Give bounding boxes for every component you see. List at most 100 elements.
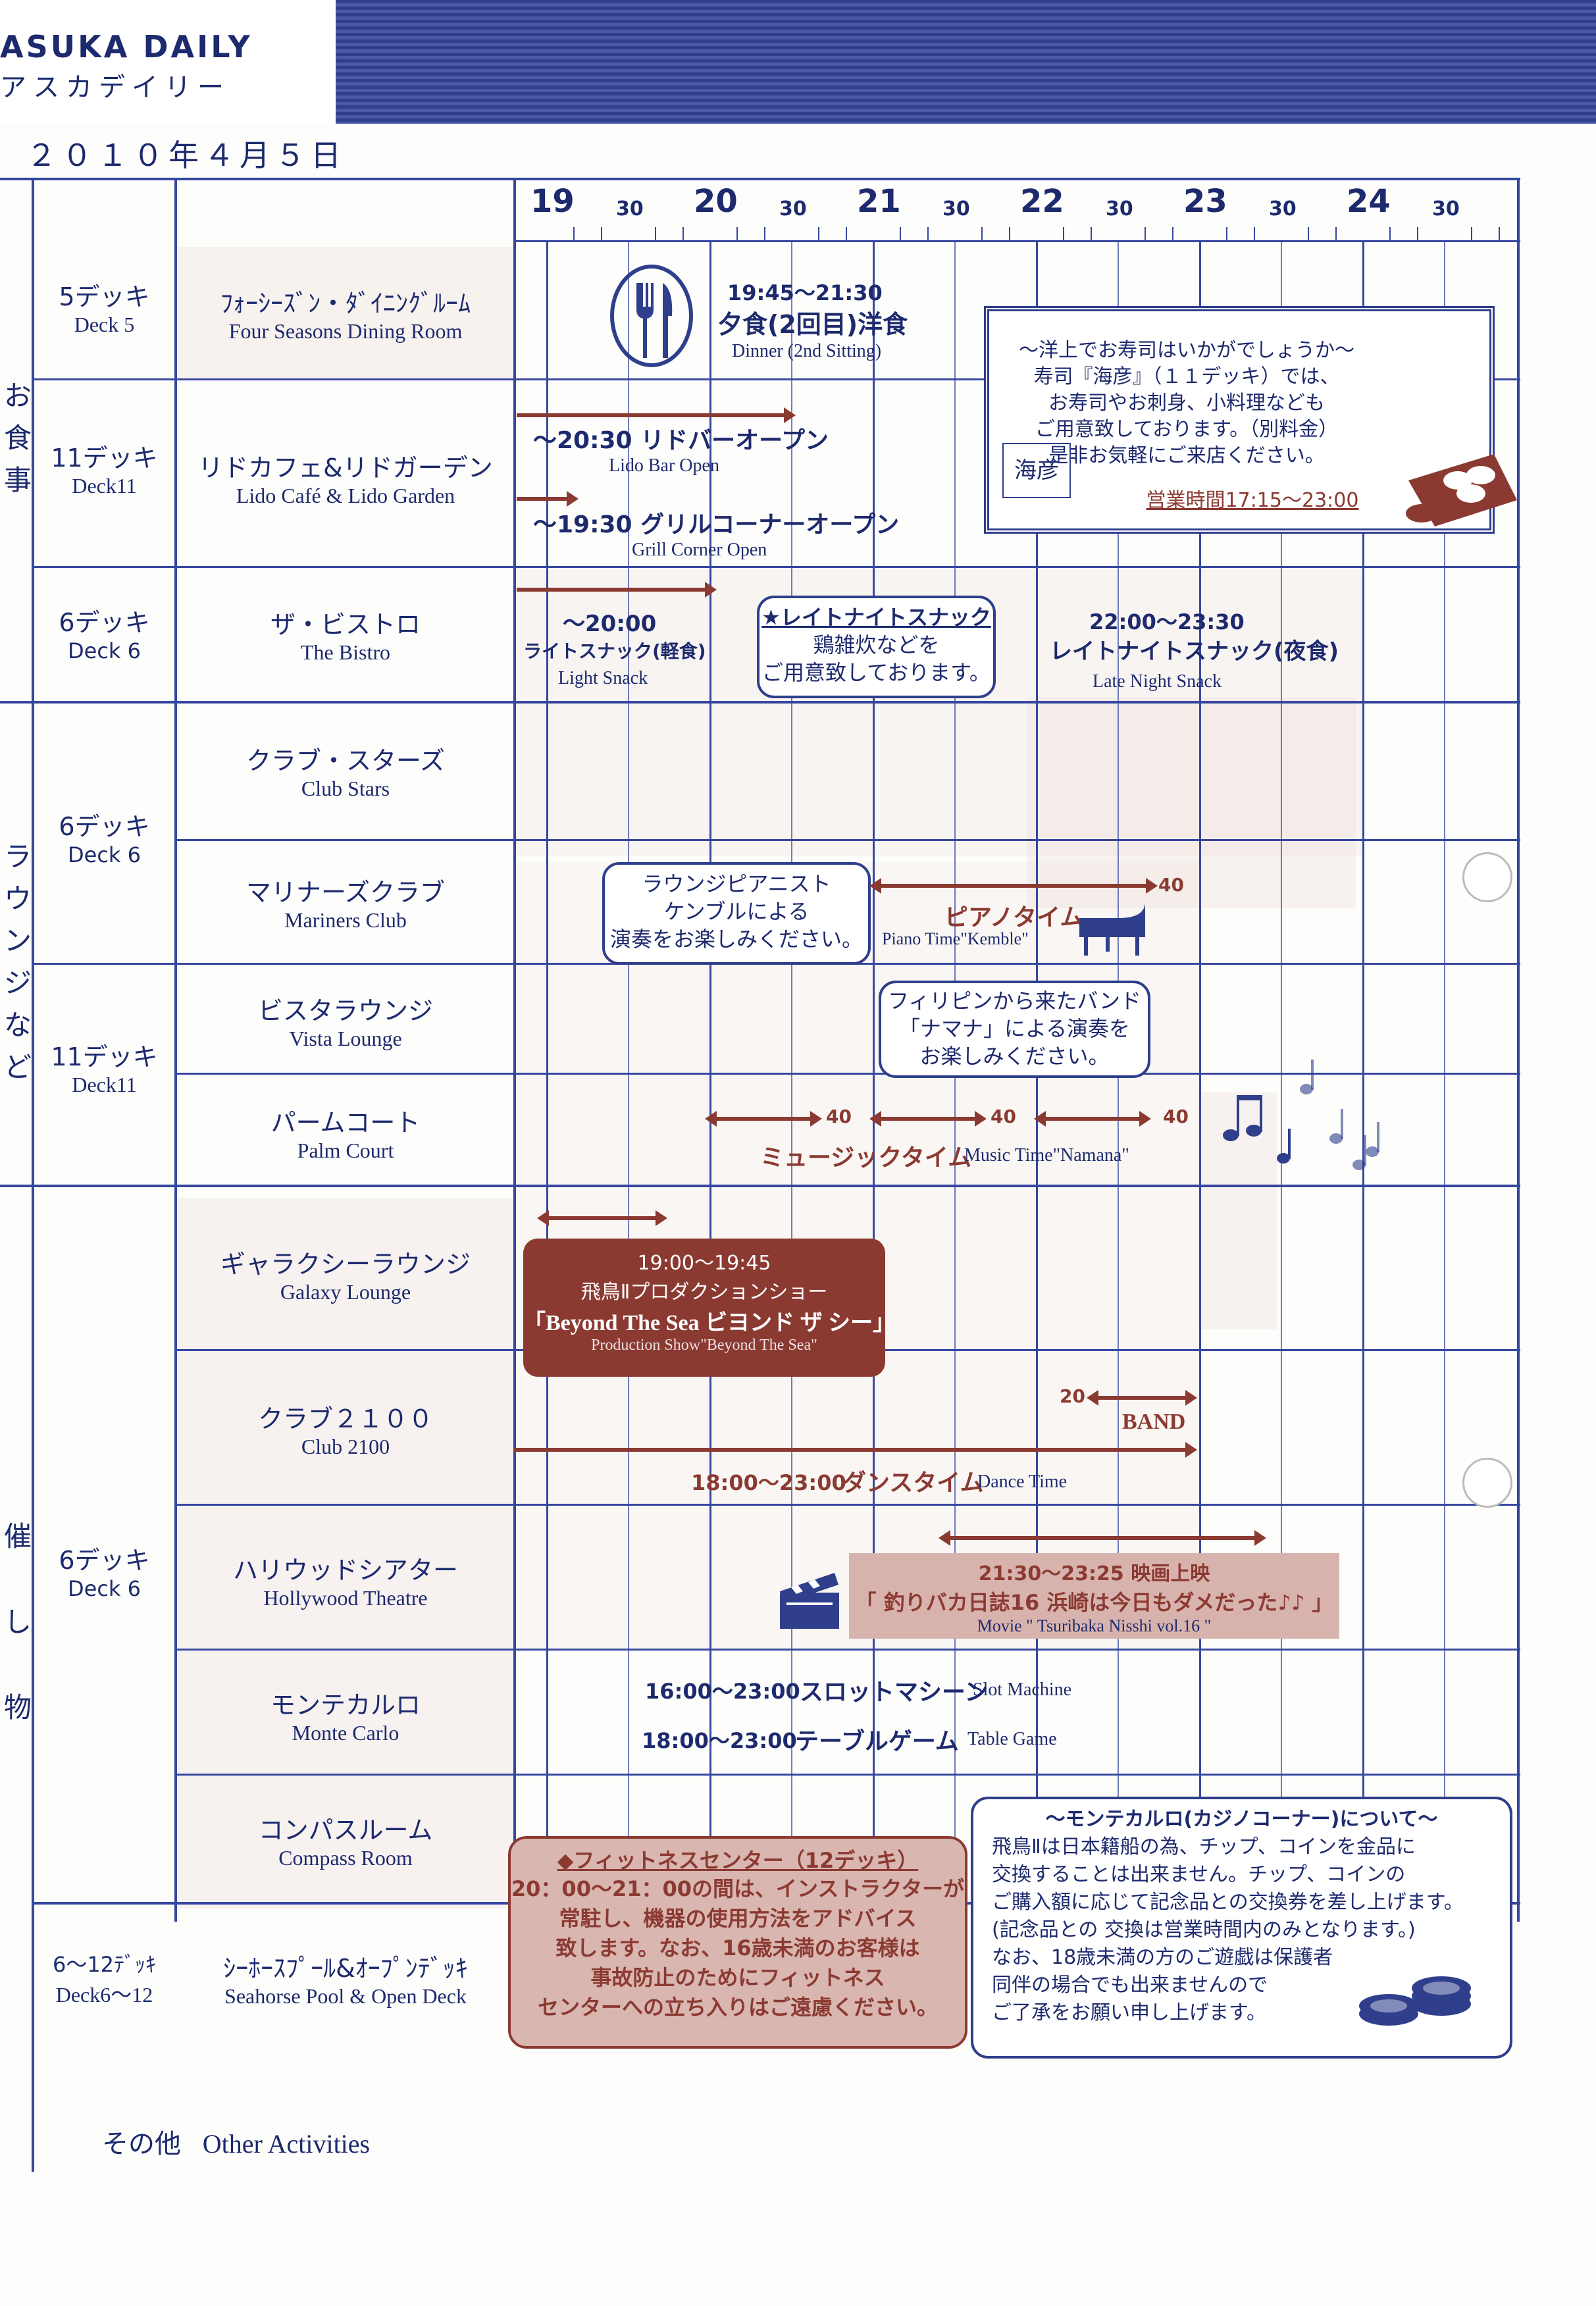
- dance-arrow: [513, 1442, 1197, 1458]
- venue-en: Hollywood Theatre: [263, 1586, 428, 1610]
- light-snack-label: ライトスナック(軽食): [523, 640, 706, 662]
- cat-char: ジ: [4, 967, 32, 999]
- text-line: センターへの立ち入りはご遠慮ください。: [537, 1995, 938, 2020]
- venue-en: Palm Court: [297, 1139, 394, 1162]
- hour-label: 21: [857, 183, 901, 220]
- half-label: 30: [779, 197, 807, 220]
- venue-jp: ギャラクシーラウンジ: [220, 1250, 471, 1279]
- movie-title: 「 釣りバカ日誌16 浜崎は今日もダメだった♪♪ 」: [855, 1590, 1333, 1615]
- dinner-title: 夕食(2回目)洋食: [717, 310, 908, 339]
- grill-label: ～19:30 グリルコーナーオープン: [533, 511, 900, 538]
- deck-en: Deck 6: [68, 638, 141, 663]
- deck-6-12: 6～12ﾃﾞｯｷ Deck6～12: [34, 1948, 174, 2009]
- grid-col-deck: [174, 178, 177, 1922]
- half-label: 30: [1106, 197, 1133, 220]
- half-gridline: [1281, 240, 1282, 1902]
- dinner-time: 19:45～21:30: [727, 280, 883, 305]
- logo-title: ASUKA DAILY: [0, 29, 253, 64]
- deck-11-dining: 11デッキ Deck11: [34, 438, 174, 498]
- late-snack-label: レイトナイトスナック(夜食): [1050, 638, 1339, 665]
- category-events: 催 し 物: [4, 1494, 32, 1751]
- grill-en: Grill Corner Open: [632, 540, 767, 560]
- music-end-1: 40: [826, 1106, 852, 1127]
- venue-en: Lido Café & Lido Garden: [236, 484, 455, 507]
- venue-en: Seahorse Pool & Open Deck: [224, 1984, 467, 2008]
- minute-tick: [1389, 227, 1391, 242]
- row-sep: [174, 1649, 1520, 1651]
- minute-tick: [1416, 227, 1418, 242]
- deck-en: Deck 5: [74, 313, 135, 336]
- footer-jp: その他: [102, 2129, 181, 2159]
- venue-en: Club Stars: [301, 777, 390, 800]
- movie-arrow: [939, 1530, 1266, 1546]
- bubble-title: ★レイトナイトスナック: [761, 605, 991, 630]
- minute-tick: [1226, 227, 1228, 242]
- venue-en: Four Seasons Dining Room: [228, 319, 463, 343]
- fitness-box: ◆フィットネスセンター（12デッキ） 20：00～21：00の間は、インストラク…: [508, 1836, 967, 2049]
- venue-en: Galaxy Lounge: [280, 1280, 411, 1304]
- deck-en: Deck 6: [68, 1576, 141, 1601]
- minute-tick: [655, 227, 657, 242]
- minute-tick: [682, 227, 684, 242]
- sushi-stamp: 海彦: [1002, 443, 1071, 498]
- half-gridline: [1444, 240, 1445, 1902]
- venue-jp: ビスタラウンジ: [257, 996, 433, 1025]
- piano-end: 40: [1158, 874, 1184, 896]
- cat-char: ど: [4, 1051, 32, 1083]
- venue-jp: リドカフェ&リドガーデン: [198, 453, 493, 482]
- grid-col-cat: [32, 178, 34, 2172]
- logo-subtitle: アスカデイリー: [0, 72, 230, 103]
- row-sep: [174, 839, 1520, 841]
- venue-jp: クラブ・スターズ: [245, 746, 446, 775]
- minute-tick: [927, 227, 929, 242]
- grid-col-venue: [513, 178, 516, 1922]
- minute-tick: [763, 227, 765, 242]
- venue-jp: パームコート: [270, 1108, 421, 1137]
- hour-label: 19: [530, 183, 575, 220]
- venue-en: Compass Room: [278, 1846, 413, 1870]
- minute-tick: [1008, 227, 1010, 242]
- music-title: ミュージックタイム: [760, 1144, 972, 1171]
- grid-col-right: [1517, 178, 1520, 1922]
- lido-bar-arrow: [517, 407, 796, 423]
- light-snack-time: ～20:00: [563, 611, 657, 637]
- text-line: 同伴の場合でも出来ませんので: [992, 1974, 1268, 1997]
- dinner-en: Dinner (2nd Sitting): [732, 341, 882, 361]
- text-line: なお、18歳未満の方のご遊戯は保護者: [992, 1946, 1333, 1969]
- casino-title: ～モンテカルロ(カジノコーナー)について～: [1045, 1808, 1438, 1831]
- bubble-line: フィリピンから来たバンド: [888, 988, 1141, 1013]
- hour-label: 23: [1183, 183, 1227, 220]
- casino-info-box: ～モンテカルロ(カジノコーナー)について～ 飛鳥Ⅱは日本籍船の為、チップ、コイン…: [971, 1797, 1512, 2059]
- category-lounge: ラ ウ ン ジ な ど: [4, 836, 32, 1089]
- minute-tick: [1253, 227, 1255, 242]
- hour-gridline: [546, 240, 548, 1902]
- minute-tick: [1498, 227, 1500, 242]
- venue-jp: マリナーズクラブ: [245, 878, 446, 907]
- piano-title: ピアノタイム: [944, 904, 1084, 931]
- binder-hole: [1462, 852, 1512, 902]
- minute-tick: [600, 227, 602, 242]
- text-line: ご了承をお願い申し上げます。: [992, 2001, 1266, 2024]
- music-end-2: 40: [991, 1106, 1016, 1127]
- sushi-plate-icon: [1406, 454, 1517, 526]
- table-en: Table Game: [967, 1729, 1057, 1749]
- show-title: 「Beyond The Sea ビヨンド ザ シー」: [523, 1311, 896, 1335]
- cat-char: し: [4, 1606, 32, 1638]
- movie-time: 21:30～23:25 映画上映: [978, 1562, 1210, 1585]
- cat-char: な: [4, 1009, 32, 1041]
- piano-bubble: ラウンジピアニスト ケンブルによる 演奏をお楽しみください。: [602, 862, 871, 965]
- deck-en: Deck11: [72, 1073, 137, 1096]
- text-line: 交換することは出来ません。チップ、コインの: [992, 1863, 1406, 1886]
- bubble-line: ケンブルによる: [663, 899, 810, 924]
- row-sep: [174, 1073, 1520, 1075]
- table-title: テーブルゲーム: [795, 1728, 959, 1755]
- footer-en: Other Activities: [202, 2129, 371, 2159]
- hour-gridline: [1362, 240, 1364, 1902]
- movie-box: 21:30～23:25 映画上映 「 釣りバカ日誌16 浜崎は今日もダメだった♪…: [849, 1553, 1339, 1639]
